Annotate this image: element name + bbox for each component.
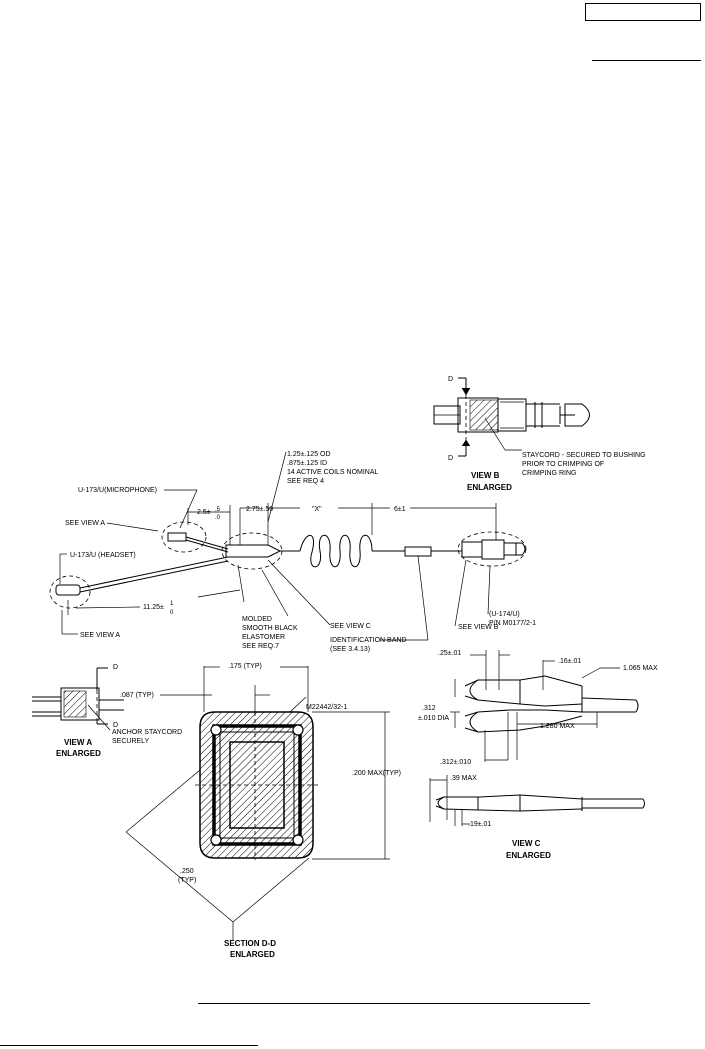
view-a-d-top-label: D	[113, 664, 118, 671]
dim-x: "X"	[312, 506, 322, 513]
identification-band-note: IDENTIFICATION BAND	[330, 637, 406, 644]
coil-od-note: 1.25±.125 OD	[287, 451, 331, 458]
plug-part-number: P/N M0177/2-1	[489, 620, 536, 627]
staycord-note-line-3: CRIMPING RING	[522, 470, 576, 477]
see-view-a-lower: SEE VIEW A	[80, 632, 120, 639]
dim-0-250-typ: (TYP)	[178, 877, 196, 884]
view-b-d-top-label: D	[448, 376, 453, 383]
view-c-title: VIEW C	[512, 839, 541, 848]
dim-11-25-tol-top: 1	[170, 601, 174, 607]
molded-note-1: MOLDED	[242, 616, 272, 623]
dim-2-5: 2.5±	[197, 509, 211, 516]
molded-note-3: ELASTOMER	[242, 634, 285, 641]
identification-band-ref: (SEE 3.4.13)	[330, 646, 370, 653]
dim-2-5-tol-top: .5	[215, 507, 221, 513]
dim-6: 6±1	[394, 506, 406, 513]
view-a-title: VIEW A	[64, 738, 92, 747]
coil-id-note: .875±.125 ID	[287, 460, 327, 467]
coil-leader	[267, 451, 287, 523]
section-d-d-subtitle: ENLARGED	[230, 950, 275, 959]
staycord-note-line-1: STAYCORD - SECURED TO BUSHING	[522, 452, 646, 459]
view-c-lower	[429, 775, 645, 826]
plug-designation: (U-174/U)	[489, 611, 520, 618]
dim-0-312-010: .312±.010	[440, 759, 471, 766]
dim-2-75: 2.75±.50	[246, 506, 273, 513]
molded-note-2: SMOOTH BLACK	[242, 625, 298, 632]
coil-req-note: SEE REQ 4	[287, 478, 324, 485]
anchor-staycord-note-2: SECURELY	[112, 738, 150, 745]
view-a-d-bottom-label: D	[113, 722, 118, 729]
section-d-d-cross-section	[125, 666, 390, 940]
page-border-box-top-right	[585, 3, 701, 21]
assembly-dimension-lines	[59, 489, 497, 641]
dim-0-25: .25±.01	[438, 650, 461, 657]
dim-0-087: .087 (TYP)	[120, 692, 154, 699]
microphone-label: U-173/U(MICROPHONE)	[78, 487, 157, 494]
anchor-staycord-note: ANCHOR STAYCORD	[112, 729, 182, 736]
dim-2-5-tol-bottom: .0	[215, 515, 221, 521]
dim-0-16: .16±.01	[558, 658, 581, 665]
view-c-upper	[450, 650, 639, 762]
view-a-connector	[32, 667, 124, 731]
section-d-d-title: SECTION D-D	[224, 939, 276, 948]
view-b-subtitle: ENLARGED	[467, 483, 512, 492]
dim-0-312-dia: ±.010 DIA	[418, 715, 449, 722]
view-b-title: VIEW B	[471, 471, 500, 480]
dim-1-280-max: 1.280 MAX	[540, 723, 575, 730]
staycord-note-line-2: PRIOR TO CRIMPING OF	[522, 461, 604, 468]
dim-1-065-max: 1.065 MAX	[623, 665, 658, 672]
spec-m22442: M22442/32-1	[306, 704, 347, 711]
view-c-subtitle: ENLARGED	[506, 851, 551, 860]
coil-active-note: 14 ACTIVE COILS NOMINAL	[287, 469, 379, 476]
see-view-a-upper: SEE VIEW A	[65, 520, 105, 527]
see-view-c: SEE VIEW C	[330, 623, 371, 630]
molded-note-4: SEE REQ.7	[242, 643, 279, 650]
dim-0-175: .175 (TYP)	[228, 663, 262, 670]
header-rule	[592, 60, 701, 61]
dim-11-25-tol-bottom: 0	[170, 610, 174, 616]
view-a-subtitle: ENLARGED	[56, 749, 101, 758]
dim-0-39-max: .39 MAX	[450, 775, 477, 782]
cord-assembly	[49, 521, 527, 609]
dim-0-200-max: .200 MAX(TYP)	[352, 770, 401, 777]
dim-0-19: .19±.01	[468, 821, 491, 828]
dim-0-312: .312	[422, 705, 436, 712]
dim-0-250: .250	[180, 868, 194, 875]
footer-rule-left	[0, 1045, 258, 1046]
view-b-plug	[433, 377, 590, 457]
dim-11-25: 11.25±	[143, 604, 164, 611]
see-view-b: SEE VIEW B	[458, 624, 499, 631]
headset-label: U-173/U (HEADSET)	[70, 552, 136, 559]
footer-rule-main	[198, 1003, 590, 1004]
view-b-d-bottom-label: D	[448, 455, 453, 462]
